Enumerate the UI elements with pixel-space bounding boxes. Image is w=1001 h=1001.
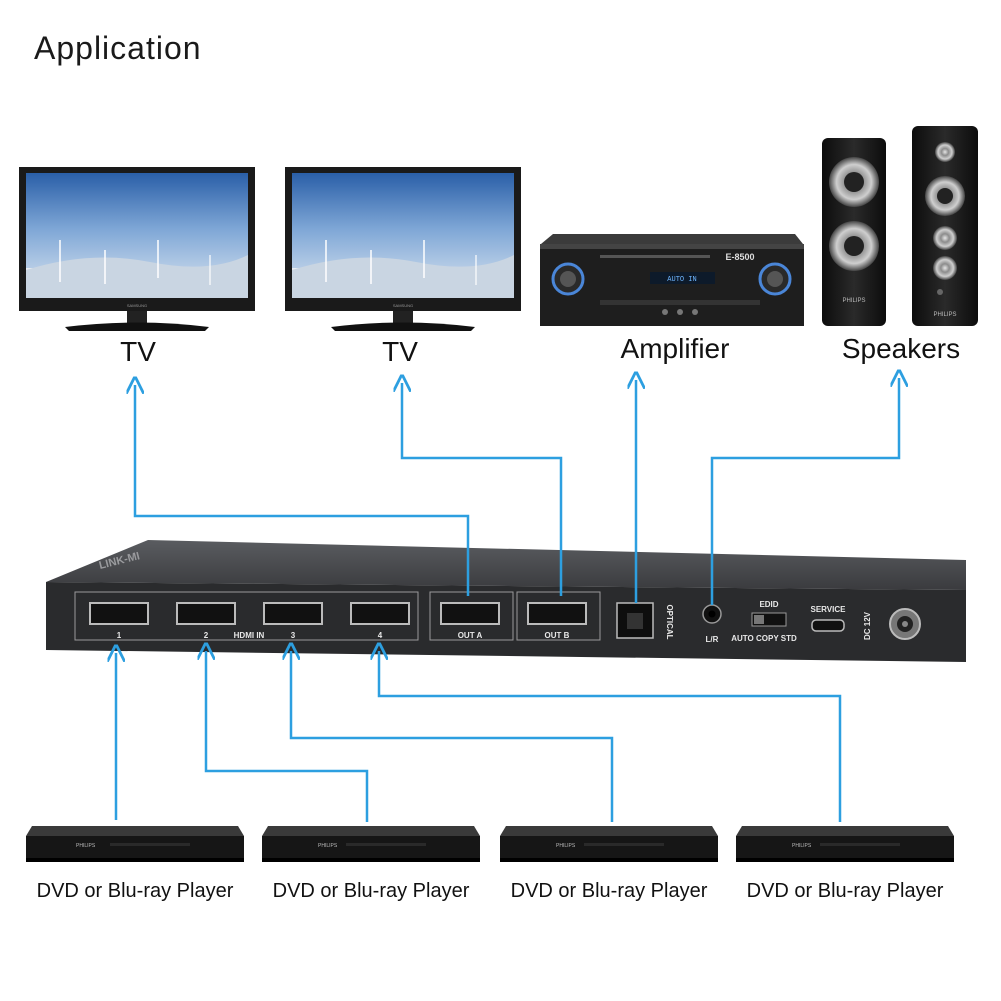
connector-player-2 [206, 651, 369, 822]
tv-brand: SAMSUNG [393, 303, 413, 308]
page-title: Application [34, 30, 202, 66]
hdmi-in-port-2[interactable]: 2 [176, 602, 236, 640]
player-brand: PHILIPS [556, 843, 576, 849]
out-a-label: OUT A [458, 631, 483, 640]
hdmi-out-a-port[interactable]: OUT A [440, 602, 500, 640]
hdmi-in-label: HDMI IN [234, 631, 265, 640]
service-usb-port[interactable] [811, 619, 845, 632]
connector-out-a-to-tv [135, 385, 470, 596]
connector-lr-to-speakers [710, 378, 899, 605]
tv-brand: SAMSUNG [127, 303, 147, 308]
connector-lines [116, 378, 899, 822]
lr-audio-jack[interactable] [702, 604, 722, 624]
service-label: SERVICE [811, 605, 847, 614]
dc-label: DC 12V [863, 611, 872, 640]
speakers-label: Speakers [841, 333, 961, 364]
amplifier: AUTO IN E-8500 [540, 234, 804, 326]
speaker-brand: PHILIPS [842, 298, 865, 304]
port-number: 4 [378, 631, 383, 640]
dvd-player-4: PHILIPS [736, 826, 954, 862]
hdmi-in-port-1[interactable]: 1 [89, 602, 149, 640]
optical-port[interactable] [616, 602, 654, 639]
hdmi-in-port-3[interactable]: 3 [263, 602, 323, 640]
port-number: 2 [204, 631, 209, 640]
hdmi-matrix-switch: LINK-MI 1 2 HDMI IN 3 4 OUT A OUT B [46, 540, 966, 662]
player-2-label: DVD or Blu-ray Player [272, 880, 470, 902]
connector-player-4 [379, 651, 842, 822]
edid-modes-label: AUTO COPY STD [731, 634, 797, 643]
amplifier-label: Amplifier [620, 333, 730, 364]
player-brand: PHILIPS [318, 843, 338, 849]
dvd-player-2: PHILIPS [262, 826, 480, 862]
player-brand: PHILIPS [76, 843, 96, 849]
tv-2-label: TV [382, 336, 418, 367]
speaker-right: PHILIPS [912, 126, 978, 326]
edid-dip-switch[interactable] [751, 612, 787, 627]
out-b-label: OUT B [545, 631, 570, 640]
connector-out-b-to-tv [402, 383, 563, 596]
tv-2: SAMSUNG [285, 167, 521, 331]
tv-1: SAMSUNG [19, 167, 255, 331]
port-number: 3 [291, 631, 296, 640]
player-1-label: DVD or Blu-ray Player [36, 880, 234, 902]
tv-1-label: TV [120, 336, 156, 367]
edid-label: EDID [759, 600, 778, 609]
port-number: 1 [117, 631, 122, 640]
optical-label: OPTICAL [665, 604, 674, 639]
speaker-brand: PHILIPS [933, 312, 956, 318]
lr-label: L/R [706, 635, 719, 644]
player-3-label: DVD or Blu-ray Player [510, 880, 708, 902]
dc-power-jack[interactable] [889, 608, 921, 640]
player-brand: PHILIPS [792, 843, 812, 849]
amp-display: AUTO IN [667, 276, 696, 284]
speaker-left: PHILIPS [822, 138, 886, 326]
dvd-player-1: PHILIPS [26, 826, 244, 862]
connector-player-3 [291, 651, 614, 822]
amp-model: E-8500 [725, 252, 754, 262]
hdmi-out-b-port[interactable]: OUT B [527, 602, 587, 640]
player-4-label: DVD or Blu-ray Player [746, 880, 944, 902]
dvd-player-3: PHILIPS [500, 826, 718, 862]
hdmi-in-port-4[interactable]: 4 [350, 602, 410, 640]
